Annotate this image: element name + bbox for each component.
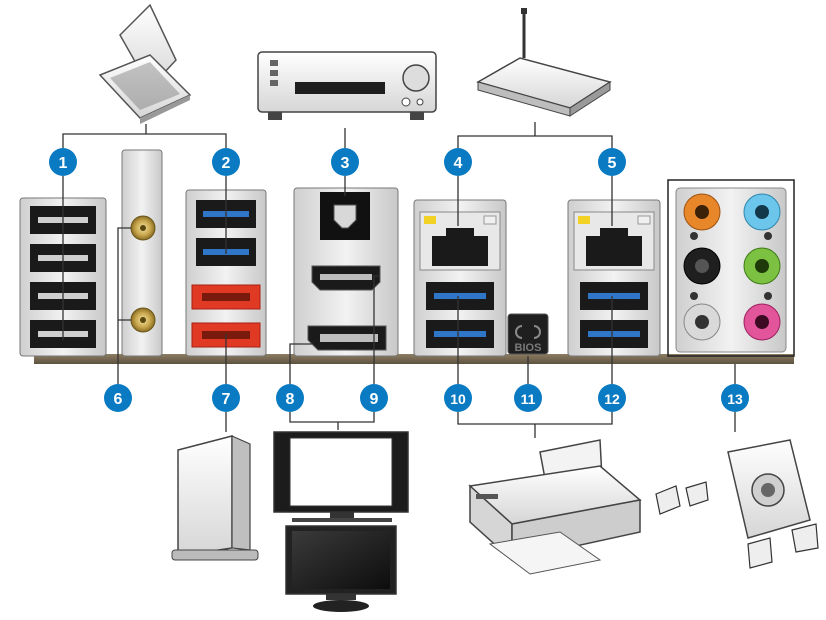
svg-text:6: 6 [114,391,123,408]
svg-text:10: 10 [450,391,466,407]
bios-button-label: BIOS [515,342,542,354]
usb3-port[interactable] [580,320,648,348]
badge-4: 4 [444,148,472,176]
antenna-port-stack [121,149,163,357]
audio-jack-panel [667,179,795,357]
lan-usb3-stack-2 [567,199,661,357]
audio-jack-pink[interactable] [743,303,781,341]
badge-10: 10 [444,384,472,412]
audio-jack-gray[interactable] [683,303,721,341]
leader-lines [62,122,736,438]
badge-6: 6 [104,384,132,412]
bios-flashback-button[interactable]: BIOS [507,313,549,355]
usb3-port[interactable] [580,282,648,310]
io-shield-bar [34,354,794,364]
svg-text:2: 2 [222,155,231,172]
audio-jack-green[interactable] [743,247,781,285]
badge-9: 9 [360,384,388,412]
svg-text:8: 8 [286,391,295,408]
wireless-router-icon [476,8,612,117]
badge-2: 2 [212,148,240,176]
svg-text:7: 7 [222,391,231,408]
svg-text:1: 1 [59,155,68,172]
svg-text:9: 9 [370,391,379,408]
audio-jack-orange[interactable] [683,193,721,231]
audio-jack-lightblue[interactable] [743,193,781,231]
badge-13: 13 [721,384,749,412]
badge-11: 11 [514,384,542,412]
av-receiver-icon [257,51,437,120]
keyboard-mouse-icon [98,3,192,124]
lan-port[interactable] [573,211,655,271]
svg-text:11: 11 [521,391,536,407]
badge-7: 7 [212,384,240,412]
displayport-port[interactable] [307,325,387,351]
external-drive-icon [171,435,259,561]
usb3-port[interactable] [426,282,494,310]
hdmi-port[interactable] [311,265,381,291]
esata-port[interactable] [191,284,261,310]
svg-text:12: 12 [604,391,620,407]
usb3-port[interactable] [426,320,494,348]
optical-spdif-port[interactable] [320,192,370,240]
badge-3: 3 [331,148,359,176]
lan-usb3-stack-1 [413,199,507,357]
badge-12: 12 [598,384,626,412]
speakers-icon [655,439,819,569]
video-spdif-stack [293,187,399,357]
lan-port[interactable] [419,211,501,271]
audio-jack-black[interactable] [683,247,721,285]
monitor-2-icon [285,525,397,612]
badge-1: 1 [49,148,77,176]
badge-8: 8 [276,384,304,412]
svg-text:13: 13 [727,391,743,407]
printer-icon [468,439,642,575]
monitor-icon [273,431,409,522]
svg-text:5: 5 [608,155,617,172]
badge-5: 5 [598,148,626,176]
svg-text:4: 4 [454,155,463,172]
svg-text:3: 3 [341,155,350,172]
